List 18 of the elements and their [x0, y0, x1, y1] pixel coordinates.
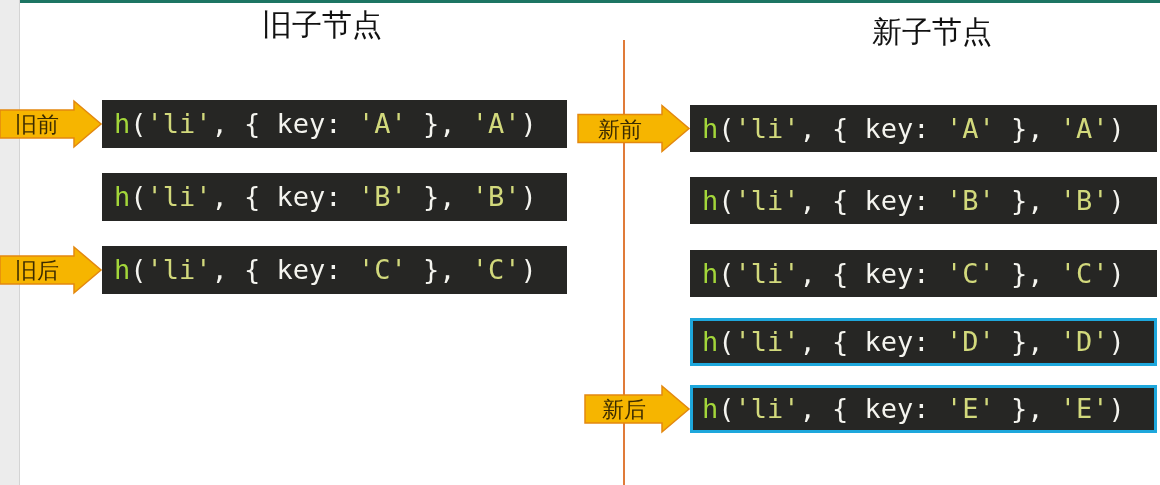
- block-arrow: [0, 245, 103, 295]
- code-box: h('li', { key: 'B' }, 'B'): [690, 177, 1157, 224]
- edge-label: 旧后: [15, 260, 59, 282]
- code-box: h('li', { key: 'E' }, 'E'): [690, 385, 1157, 433]
- edge-label: 新前: [598, 118, 642, 141]
- code-box: h('li', { key: 'A' }, 'A'): [690, 105, 1157, 152]
- code-box: h('li', { key: 'A' }, 'A'): [102, 100, 567, 148]
- block-arrow: [577, 103, 691, 154]
- code-box: h('li', { key: 'C' }, 'C'): [690, 250, 1157, 297]
- block-arrow: [584, 384, 691, 434]
- column-heading: 旧子节点: [262, 10, 382, 40]
- code-box: h('li', { key: 'C' }, 'C'): [102, 246, 567, 294]
- edge-label: 旧前: [15, 114, 59, 136]
- code-box: h('li', { key: 'B' }, 'B'): [102, 173, 567, 221]
- edge-label: 新后: [601, 399, 646, 421]
- block-arrow: [0, 99, 103, 149]
- column-heading: 新子节点: [872, 17, 992, 47]
- code-box: h('li', { key: 'D' }, 'D'): [690, 318, 1157, 366]
